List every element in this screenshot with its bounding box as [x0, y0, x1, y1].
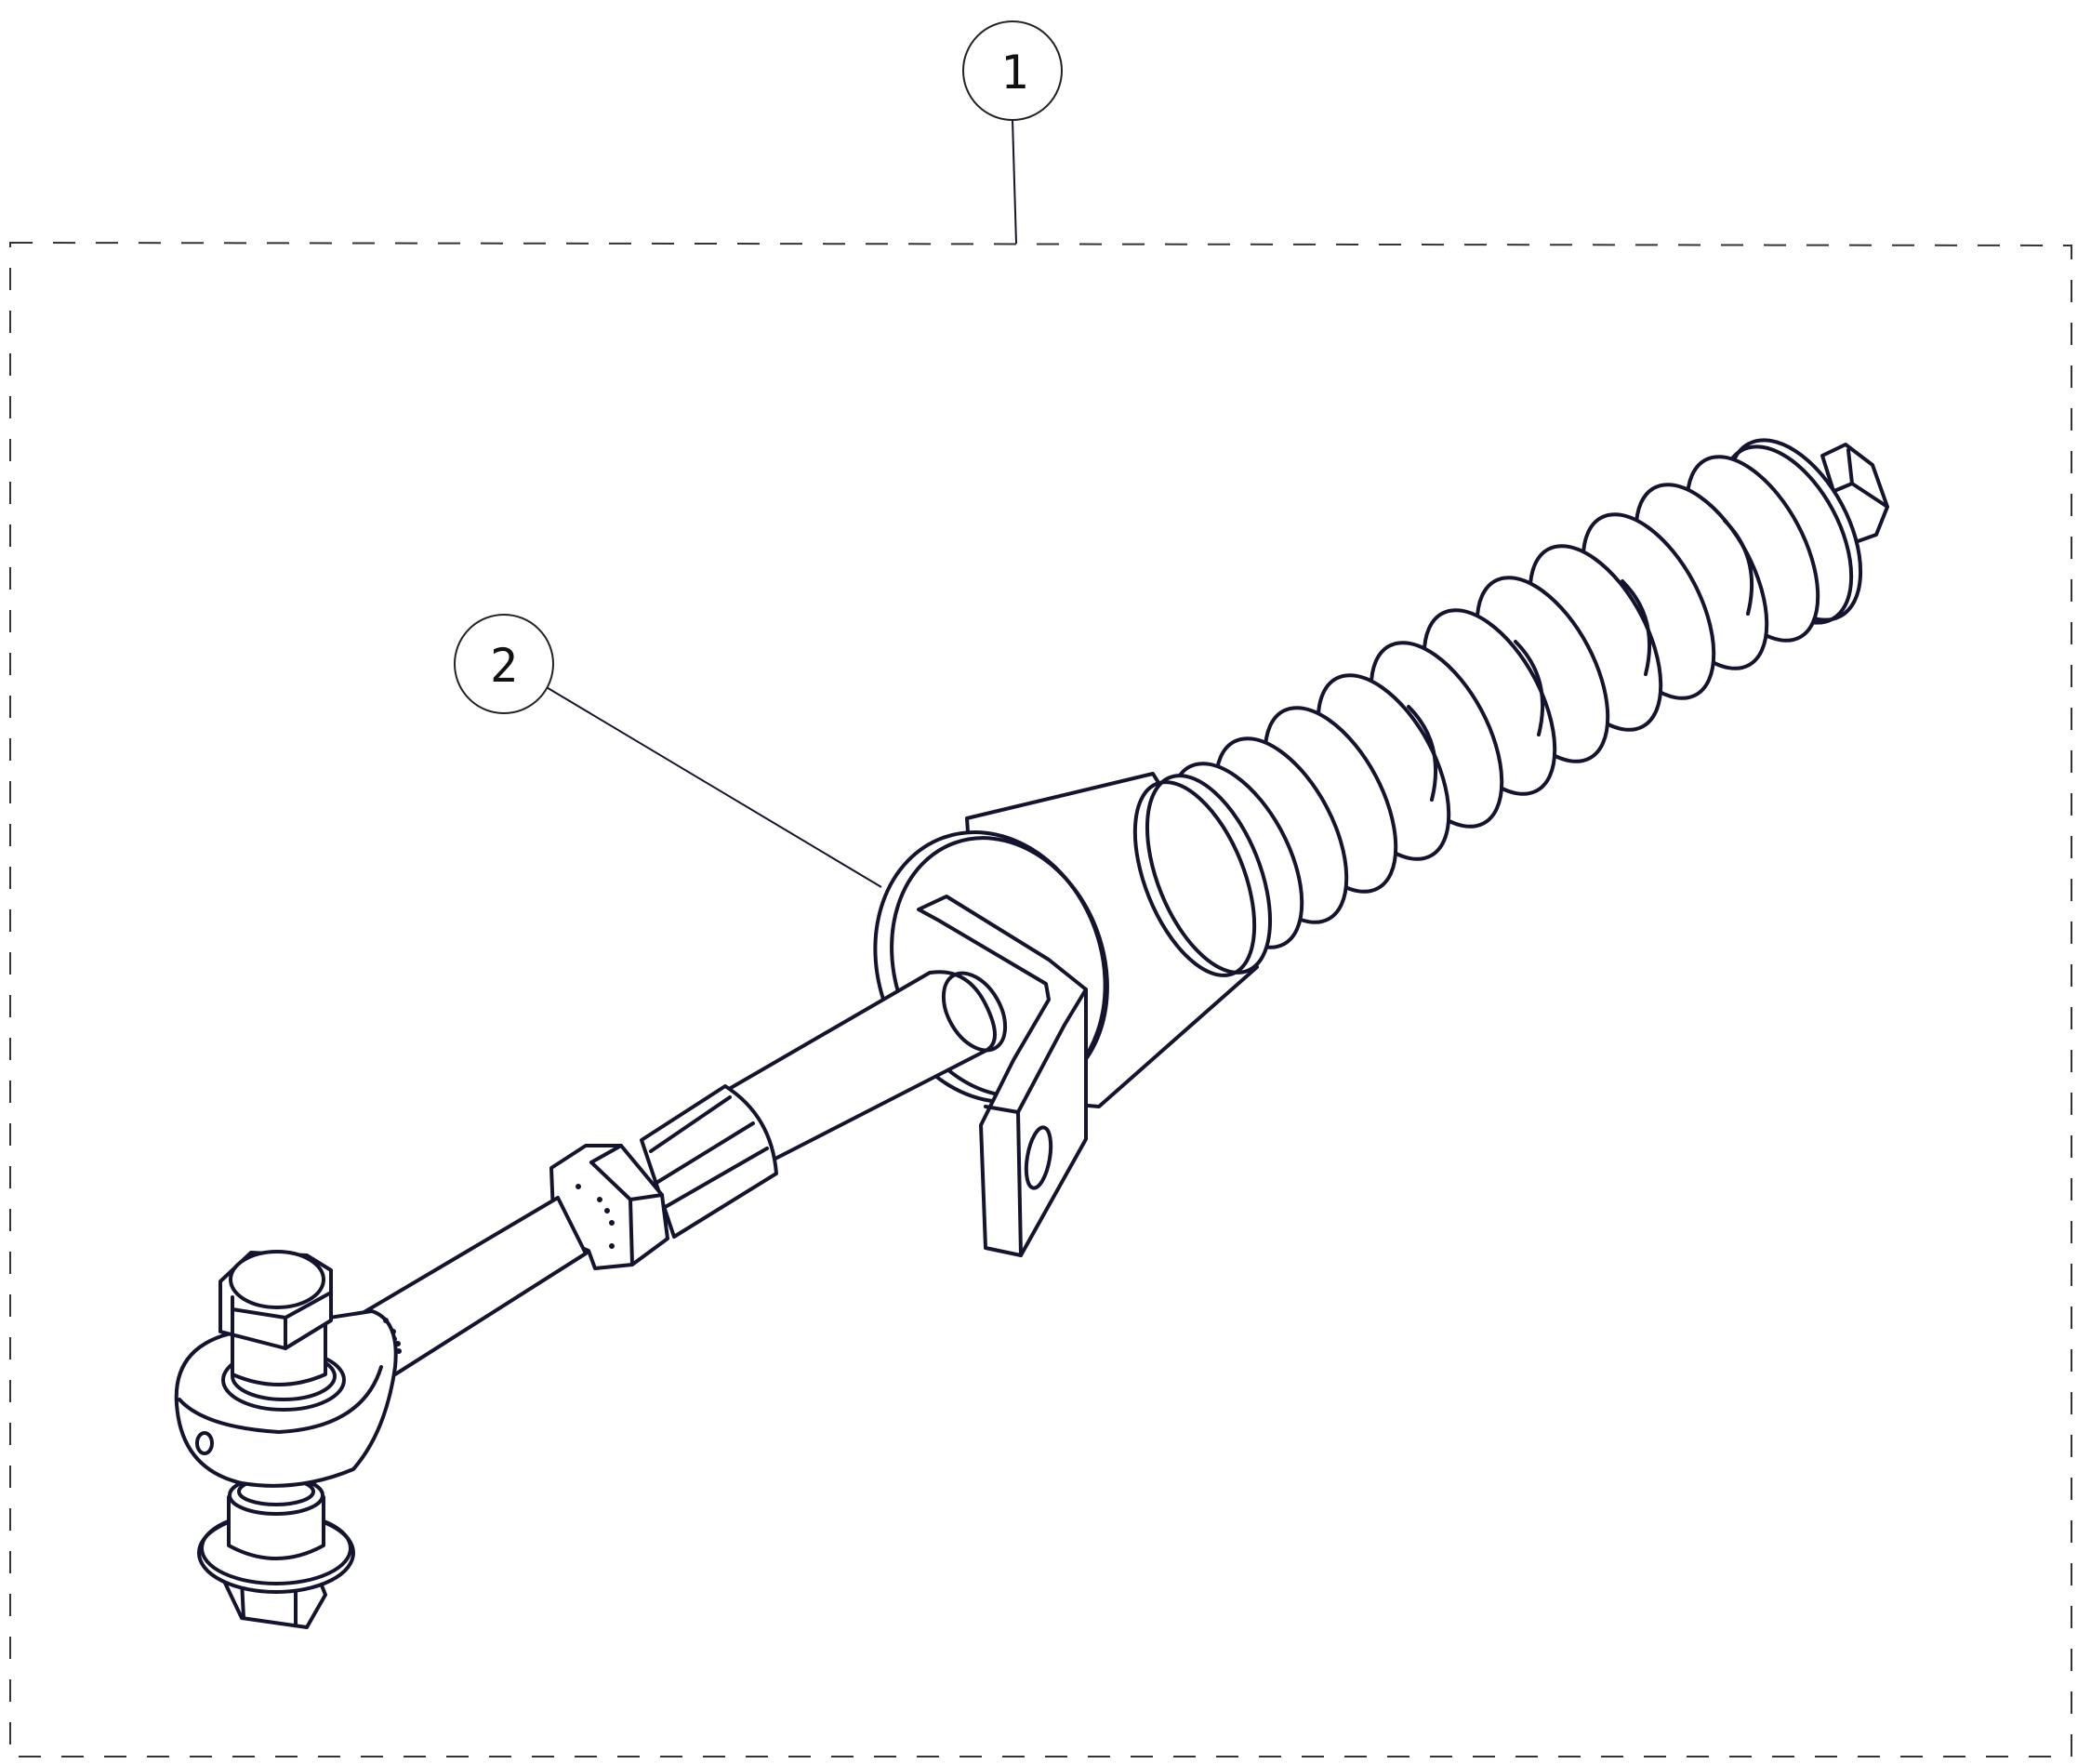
- callout-2-leader: [544, 685, 882, 888]
- callout-2[interactable]: 2: [454, 614, 882, 888]
- callout-1-leader: [1012, 119, 1017, 245]
- rod-end: [174, 1250, 401, 1629]
- bracket-hole: [1024, 1125, 1053, 1190]
- adjuster-sleeve: [640, 1084, 778, 1239]
- piston-rod: [705, 970, 1008, 1162]
- callout-2-number: 2: [490, 639, 518, 693]
- callout-1[interactable]: 1: [962, 20, 1063, 245]
- grease-fitting-hole: [195, 1431, 214, 1455]
- assembly-boundary: [9, 241, 2072, 1757]
- callout-1-circle: [962, 20, 1063, 121]
- mounting-bracket: [917, 895, 1088, 1257]
- callout-2-circle: [454, 614, 554, 714]
- callout-1-number: 1: [1000, 46, 1028, 99]
